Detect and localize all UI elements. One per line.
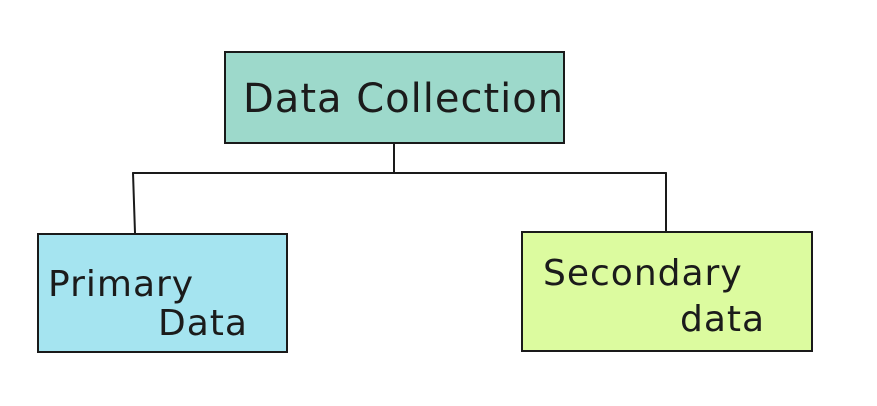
root-node-box: [224, 51, 565, 144]
secondary-data-label-line2: data: [680, 299, 765, 340]
root-node: Data Collection: [224, 51, 565, 144]
primary-data-box: [37, 233, 288, 353]
secondary-data-box: [521, 231, 813, 352]
primary-data-label-line1: Primary: [48, 264, 194, 305]
primary-data-label-line2: Data: [158, 303, 248, 344]
primary-data-node: Primary Data: [37, 233, 288, 353]
secondary-data-node: Secondary data: [521, 231, 813, 352]
left-branch-drop: [132, 172, 136, 234]
secondary-data-label-line1: Secondary: [543, 253, 743, 294]
connector-lines: [132, 142, 667, 234]
root-node-label: Data Collection: [243, 76, 564, 122]
